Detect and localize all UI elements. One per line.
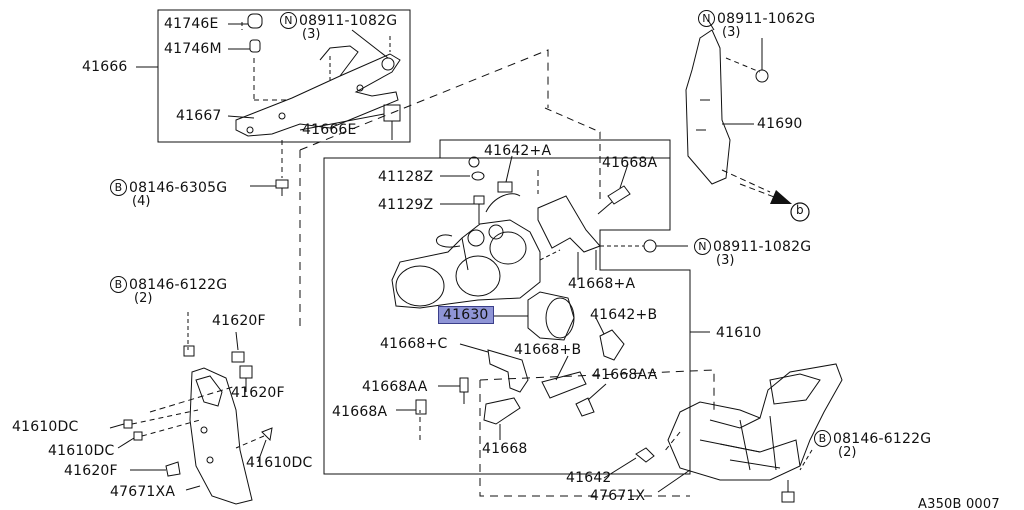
part-qty: (2) — [838, 445, 857, 460]
nut-symbol-icon: N — [698, 10, 715, 27]
part-41642-plus-B[interactable]: 41642+B — [590, 307, 658, 323]
part-41620F-low[interactable]: 41620F — [64, 463, 118, 479]
bracket-group-frame — [157, 9, 411, 143]
part-41129Z[interactable]: 41129Z — [378, 197, 434, 213]
part-41690[interactable]: 41690 — [757, 116, 803, 132]
bolt-symbol-icon: B — [814, 430, 831, 447]
part-41668A-lower[interactable]: 41668A — [332, 404, 388, 420]
diagram-reference-code: A350B 0007 — [918, 497, 1000, 510]
part-41668[interactable]: 41668 — [482, 441, 528, 457]
part-41746M[interactable]: 41746M — [164, 41, 222, 57]
bolt-symbol-icon: B — [110, 276, 127, 293]
part-code: 08146-6122G — [833, 431, 932, 447]
part-41666E[interactable]: 41666E — [302, 122, 357, 138]
nut-symbol-icon: N — [280, 12, 297, 29]
part-41620F-mid[interactable]: 41620F — [231, 385, 285, 401]
mud-guard-left — [189, 367, 253, 505]
part-qty: (3) — [716, 253, 735, 268]
ref-marker-b: b — [796, 203, 804, 217]
bracket-plate — [235, 53, 401, 137]
part-41746E[interactable]: 41746E — [164, 16, 219, 32]
part-41610DC-c[interactable]: 41610DC — [246, 455, 313, 471]
part-41668-plus-C[interactable]: 41668+C — [380, 336, 448, 352]
part-code: 08911-1062G — [717, 11, 816, 27]
part-41667[interactable]: 41667 — [176, 108, 222, 124]
part-41668-plus-B[interactable]: 41668+B — [514, 342, 582, 358]
nut-symbol-icon: N — [694, 238, 711, 255]
part-47671X[interactable]: 47671X — [590, 488, 646, 504]
part-41668A[interactable]: 41668A — [602, 155, 658, 171]
part-41668AA-right[interactable]: 41668AA — [592, 367, 658, 383]
part-41666[interactable]: 41666 — [82, 59, 128, 75]
part-41668-plus-A[interactable]: 41668+A — [568, 276, 636, 292]
part-41610[interactable]: 41610 — [716, 325, 762, 341]
part-qty: (2) — [134, 291, 153, 306]
part-41642[interactable]: 41642 — [566, 470, 612, 486]
part-47671XA[interactable]: 47671XA — [110, 484, 176, 500]
part-41668AA-left[interactable]: 41668AA — [362, 379, 428, 395]
part-code: 08146-6305G — [129, 180, 228, 196]
part-41630-highlighted[interactable]: 41630 — [438, 306, 494, 324]
part-qty: (4) — [132, 194, 151, 209]
part-41610DC-a[interactable]: 41610DC — [12, 419, 79, 435]
part-41610DC-b[interactable]: 41610DC — [48, 443, 115, 459]
mud-guard-right — [667, 363, 843, 481]
part-41620F-top[interactable]: 41620F — [212, 313, 266, 329]
part-code: 08146-6122G — [129, 277, 228, 293]
bolt-symbol-icon: B — [110, 179, 127, 196]
part-41642-plus-A[interactable]: 41642+A — [484, 143, 552, 159]
part-code: 08911-1082G — [713, 239, 812, 255]
part-qty: (3) — [302, 27, 321, 42]
arrow-to-ref-b — [770, 190, 792, 204]
actuator-body — [391, 219, 541, 309]
side-bracket — [685, 29, 731, 185]
part-41128Z[interactable]: 41128Z — [378, 169, 434, 185]
part-code: 08911-1082G — [299, 13, 398, 29]
part-qty: (3) — [722, 25, 741, 40]
